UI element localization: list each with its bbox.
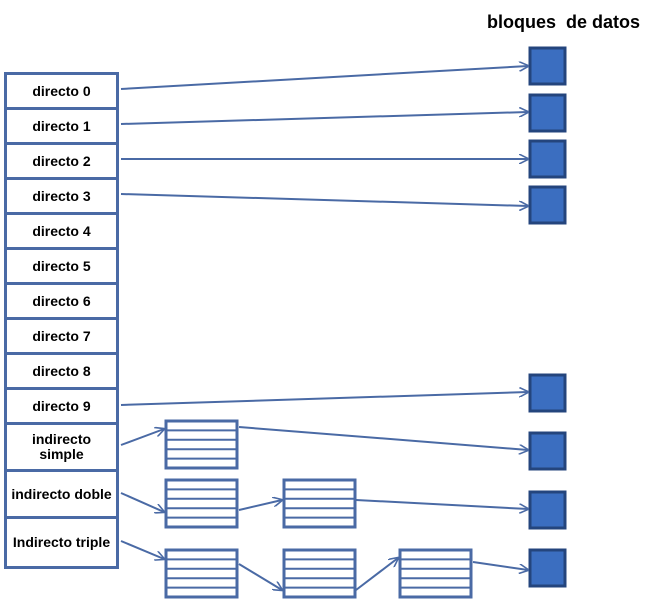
inode-entry-directo-6: directo 6 bbox=[7, 285, 116, 320]
pointer-arrow bbox=[120, 540, 164, 559]
inode-entry-indirecto-triple: Indirecto triple bbox=[12, 534, 111, 550]
pointer-arrow bbox=[120, 429, 164, 446]
pointer-arrow bbox=[120, 66, 528, 90]
data-block-icon bbox=[528, 93, 567, 133]
pointer-arrow bbox=[238, 563, 282, 590]
inode-entry-directo-1: directo 1 bbox=[7, 110, 116, 145]
pointer-arrows bbox=[120, 66, 528, 591]
index-block-icon bbox=[282, 548, 357, 599]
index-block-icon bbox=[398, 548, 473, 599]
pointer-arrow bbox=[120, 392, 528, 406]
data-block-icon bbox=[528, 139, 567, 179]
data-blocks bbox=[528, 46, 567, 588]
index-block-icon bbox=[282, 478, 357, 529]
pointer-arrow bbox=[120, 193, 528, 206]
pointer-arrow bbox=[238, 426, 528, 450]
diagram-title: bloques de datos bbox=[487, 12, 641, 32]
data-block-icon bbox=[528, 373, 567, 413]
inode-entry-directo-3: directo 3 bbox=[7, 180, 116, 215]
inode-entry-indirecto-doble: indirecto doble bbox=[7, 472, 116, 519]
inode-entry-directo-7: directo 7 bbox=[7, 320, 116, 355]
inode-entry-indirecto-simple: indirecto simple bbox=[7, 425, 116, 472]
inode-table: directo 0 directo 1 directo 2 directo 3 … bbox=[4, 72, 119, 569]
index-blocks bbox=[164, 419, 473, 599]
inode-entry-directo-5: directo 5 bbox=[7, 250, 116, 285]
inode-entry-directo-9: directo 9 bbox=[7, 390, 116, 425]
data-block-icon bbox=[528, 185, 567, 225]
inode-entry-directo-2: directo 2 bbox=[7, 145, 116, 180]
pointer-arrow bbox=[355, 499, 528, 509]
inode-entry-directo-0: directo 0 bbox=[7, 75, 116, 110]
pointer-arrow bbox=[120, 492, 164, 512]
inode-entry-directo-8: directo 8 bbox=[7, 355, 116, 390]
pointer-arrow bbox=[120, 112, 528, 125]
data-block-icon bbox=[528, 490, 567, 530]
data-block-icon bbox=[528, 548, 567, 588]
index-block-icon bbox=[164, 419, 239, 470]
inode-entry-directo-4: directo 4 bbox=[7, 215, 116, 250]
pointer-arrow bbox=[238, 500, 282, 511]
pointer-arrow bbox=[355, 558, 398, 591]
index-block-icon bbox=[164, 548, 239, 599]
index-block-icon bbox=[164, 478, 239, 529]
data-block-icon bbox=[528, 431, 567, 471]
pointer-arrow bbox=[472, 561, 528, 570]
data-block-icon bbox=[528, 46, 567, 86]
